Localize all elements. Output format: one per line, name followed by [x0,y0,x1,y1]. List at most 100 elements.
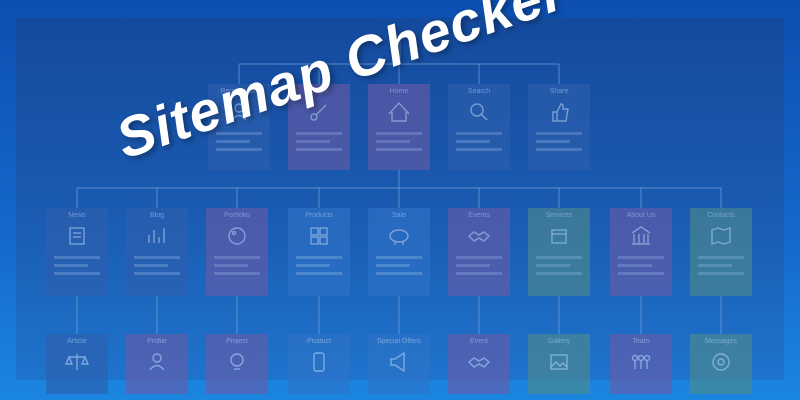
node-card [448,84,510,170]
node-card [610,208,672,296]
node-label: Messages [705,338,737,345]
bottom-row-node: Special Offers [368,334,430,394]
node-card [690,334,752,394]
document-icon [69,227,85,245]
node-card [126,208,188,296]
handshake-icon [467,231,491,242]
placeholder-line [536,140,570,143]
node-label: Blog [150,212,164,219]
placeholder-line [698,264,732,267]
placeholder-line [54,256,100,259]
bottom-row-node: Team [610,334,672,394]
node-card [528,208,590,296]
placeholder-line [456,140,490,143]
bottom-row-node: Article [46,334,108,394]
node-label: Portfolio [224,212,250,219]
node-label: Special Offers [377,338,421,345]
placeholder-line [296,140,330,143]
placeholder-line [216,132,262,135]
user-icon [231,103,247,121]
node-label: Team [632,338,649,345]
image-icon [550,354,568,370]
placeholder-line [536,148,582,151]
node-label: Gallery [548,338,571,345]
placeholder-line [134,256,180,259]
node-card [368,208,430,296]
home-icon [388,101,410,122]
top-row-node: Search [448,84,510,170]
node-card [46,208,108,296]
middle-row-node: Sale [368,208,430,296]
node-card [690,208,752,296]
search-icon [470,103,488,121]
placeholder-line [54,264,88,267]
placeholder-line [536,264,570,267]
placeholder-line [618,256,664,259]
node-card [288,334,350,394]
placeholder-line [618,272,664,275]
piggy-bank-icon [389,229,409,245]
placeholder-line [536,272,582,275]
node-label: Products [305,212,333,219]
node-card [368,84,430,170]
placeholder-line [618,264,652,267]
top-row-node: Login [288,84,350,170]
bottom-row-node: Profile [126,334,188,394]
node-label: Event [470,338,488,345]
placeholder-line [456,132,502,135]
bottom-row-node: Event [448,334,510,394]
middle-row-node: News [46,208,108,296]
lightbulb-icon [230,353,244,370]
node-card [448,334,510,394]
placeholder-line [214,272,260,275]
placeholder-line [698,256,744,259]
placeholder-line [456,256,502,259]
node-card [46,334,108,394]
bottom-row-node: Product [288,334,350,394]
placeholder-line [376,264,410,267]
placeholder-line [376,256,422,259]
banner-frame [16,18,784,380]
placeholder-line [296,132,342,135]
node-label: Login [310,88,327,95]
node-label: Search [468,88,490,95]
middle-row-node: About Us [610,208,672,296]
top-row-node: Home [368,84,430,170]
person-icon [149,353,165,371]
node-card [448,208,510,296]
map-icon [711,227,731,245]
middle-row-node: Events [448,208,510,296]
people-icon [631,354,651,369]
phone-icon [313,352,325,372]
placeholder-line [216,140,250,143]
top-row-node: Share [528,84,590,170]
node-card [206,334,268,394]
handshake-icon [467,357,491,368]
node-card [610,334,672,394]
middle-row-node: Contacts [690,208,752,296]
placeholder-line [214,264,248,267]
placeholder-line [376,140,410,143]
bottom-row-node: Messages [690,334,752,394]
scales-icon [64,354,90,370]
chart-icon [148,228,165,243]
placeholder-line [456,264,490,267]
palette-icon [228,227,246,245]
node-card [528,334,590,394]
placeholder-line [376,272,422,275]
node-card [368,334,430,394]
node-label: About Us [627,212,656,219]
at-icon [712,353,730,371]
key-icon [310,104,327,121]
placeholder-line [214,256,260,259]
placeholder-line [698,272,744,275]
megaphone-icon [390,351,405,373]
node-card [126,334,188,394]
node-card [288,84,350,170]
placeholder-line [54,272,100,275]
node-label: Contacts [707,212,735,219]
placeholder-line [456,272,502,275]
node-card [206,208,268,296]
node-label: Profile [147,338,167,345]
